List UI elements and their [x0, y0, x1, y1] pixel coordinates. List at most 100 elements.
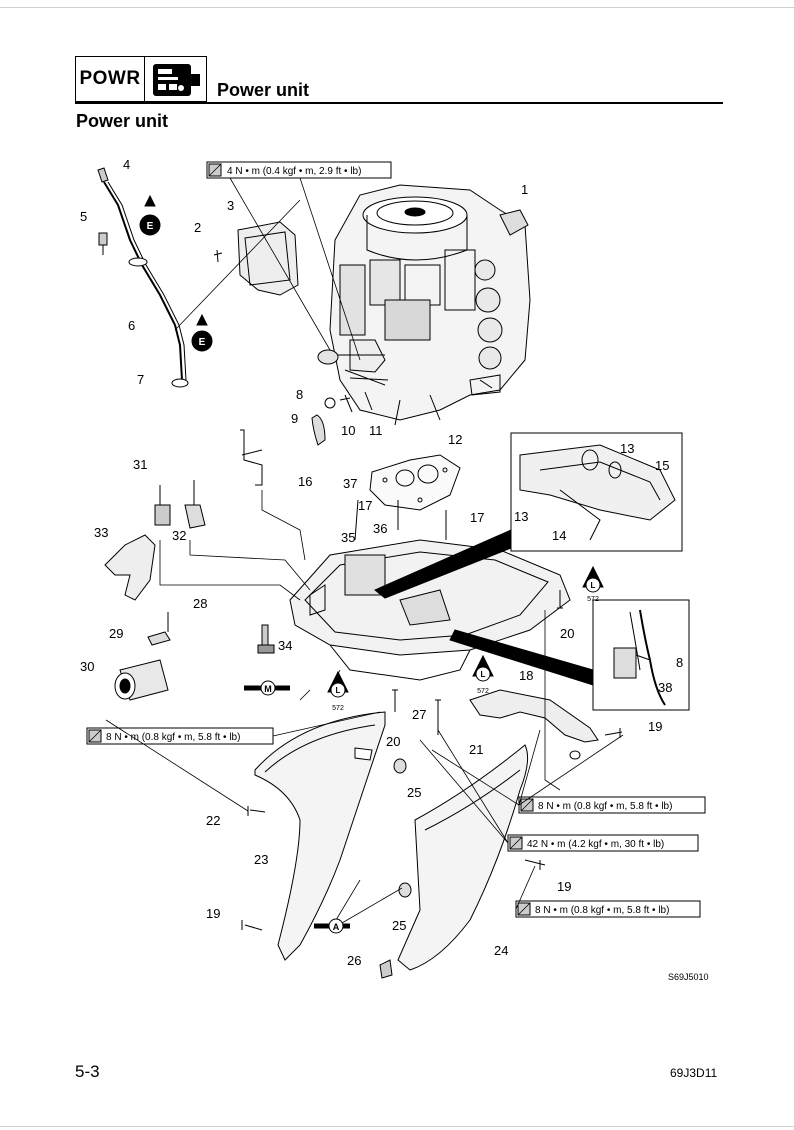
callout-38: 38	[658, 680, 672, 695]
exploded-parts-diagram: 4 N • m (0.4 kgf • m, 2.9 ft • lb) 8 N •…	[0, 140, 794, 1000]
callout-3: 3	[227, 198, 234, 213]
callout-11: 11	[369, 423, 383, 438]
torque-spec-42nm: 42 N • m (4.2 kgf • m, 30 ft • lb)	[507, 834, 699, 852]
callout-19-right: 19	[648, 719, 662, 734]
callout-17-right: 17	[470, 510, 484, 525]
svg-text:M: M	[264, 684, 272, 694]
callout-28: 28	[193, 596, 207, 611]
callout-29: 29	[109, 626, 123, 641]
section-code-box: POWR	[75, 56, 145, 102]
callout-34: 34	[278, 638, 292, 653]
bracket-parts-illustration	[104, 429, 275, 701]
document-code: 69J3D11	[670, 1066, 718, 1080]
callout-8: 8	[296, 387, 303, 402]
callout-37: 37	[343, 476, 357, 491]
callout-7: 7	[137, 372, 144, 387]
callout-25-bottom: 25	[392, 918, 406, 933]
callout-17-left: 17	[358, 498, 372, 513]
gasket-illustration	[369, 454, 461, 511]
callout-1: 1	[521, 182, 528, 197]
cover-bracket-illustration	[469, 689, 599, 760]
detail-inset-2	[592, 599, 690, 711]
svg-text:L: L	[336, 686, 341, 695]
callout-18: 18	[519, 668, 533, 683]
detail-inset-1	[510, 432, 683, 552]
callout-9: 9	[291, 411, 298, 426]
torque-label-4: 42 N • m (4.2 kgf • m, 30 ft • lb)	[527, 839, 664, 850]
callout-16: 16	[298, 474, 312, 489]
loctite-mark-3: L 572	[582, 565, 604, 603]
torque-spec-4nm: 4 N • m (0.4 kgf • m, 2.9 ft • lb)	[206, 161, 392, 179]
bolts	[241, 590, 623, 931]
callout-12: 12	[448, 432, 462, 447]
bottom-border-line	[0, 1126, 794, 1127]
engine-block-illustration	[317, 184, 531, 426]
svg-text:L: L	[591, 581, 596, 590]
inset-pointer-1	[374, 529, 512, 599]
callout-30: 30	[80, 659, 94, 674]
svg-text:A: A	[333, 922, 340, 932]
callout-35: 35	[341, 530, 355, 545]
lower-cover-illustration	[254, 711, 529, 979]
leader-lines	[105, 177, 624, 931]
dipstick-illustration	[97, 167, 189, 388]
page-number: 5-3	[75, 1062, 100, 1081]
inset-pointer-2	[449, 629, 594, 686]
section-title: Power unit	[217, 80, 310, 100]
callout-22: 22	[206, 813, 220, 828]
callout-20-right: 20	[560, 626, 574, 641]
torque-label-3: 8 N • m (0.8 kgf • m, 5.8 ft • lb)	[538, 801, 672, 812]
grease-mark-e-bottom: E	[191, 313, 213, 352]
callout-20: 20	[386, 734, 400, 749]
callout-36: 36	[373, 521, 387, 536]
loctite-mark-1: L 572	[327, 670, 349, 712]
callout-14: 14	[552, 528, 566, 543]
callout-19-left: 19	[206, 906, 220, 921]
torque-spec-8nm-bottom: 8 N • m (0.8 kgf • m, 5.8 ft • lb)	[515, 900, 701, 918]
torque-label-5: 8 N • m (0.8 kgf • m, 5.8 ft • lb)	[535, 905, 669, 916]
svg-text:572: 572	[477, 688, 489, 695]
loctite-mark-2: L 572	[472, 654, 494, 695]
torque-label-1: 4 N • m (0.4 kgf • m, 2.9 ft • lb)	[227, 166, 361, 177]
callout-32: 32	[172, 528, 186, 543]
callout-5: 5	[80, 209, 87, 224]
callout-15: 15	[655, 458, 669, 473]
callout-24: 24	[494, 943, 508, 958]
svg-text:572: 572	[587, 596, 599, 603]
callout-13-inset: 13	[620, 441, 634, 456]
callout-23: 23	[254, 852, 268, 867]
callout-26: 26	[347, 953, 361, 968]
grease-mark-m: M	[244, 680, 290, 696]
small-parts-8-11	[311, 391, 373, 446]
callout-27: 27	[412, 707, 426, 722]
callout-25-top: 25	[407, 785, 421, 800]
svg-text:E: E	[147, 221, 154, 232]
callout-13-inset-left: 13	[514, 509, 528, 524]
section-header: POWR Power unit	[75, 56, 723, 104]
torque-spec-8nm-left: 8 N • m (0.8 kgf • m, 5.8 ft • lb)	[86, 727, 274, 745]
grease-mark-a: A	[314, 918, 350, 934]
header-rule	[75, 102, 723, 104]
callout-4: 4	[123, 157, 130, 172]
grease-mark-e-top: E	[139, 194, 161, 236]
svg-text:E: E	[199, 337, 206, 348]
power-unit-icon	[145, 56, 207, 102]
callout-2: 2	[194, 220, 201, 235]
cover-plate-illustration	[213, 221, 299, 296]
callout-19-bottom: 19	[557, 879, 571, 894]
svg-text:572: 572	[332, 705, 344, 712]
bottom-cowling-illustration	[289, 499, 571, 681]
top-border-line	[0, 7, 794, 8]
figure-code: S69J5010	[668, 972, 709, 982]
torque-label-2: 8 N • m (0.8 kgf • m, 5.8 ft • lb)	[106, 732, 240, 743]
callout-33: 33	[94, 525, 108, 540]
torque-spec-8nm-right: 8 N • m (0.8 kgf • m, 5.8 ft • lb)	[518, 796, 706, 814]
callout-10: 10	[341, 423, 355, 438]
section-code: POWR	[79, 68, 141, 89]
callout-8-inset: 8	[676, 655, 683, 670]
callout-21: 21	[469, 742, 483, 757]
callout-6: 6	[128, 318, 135, 333]
page-title: Power unit	[76, 111, 169, 131]
callout-31: 31	[133, 457, 147, 472]
svg-text:L: L	[481, 670, 486, 679]
